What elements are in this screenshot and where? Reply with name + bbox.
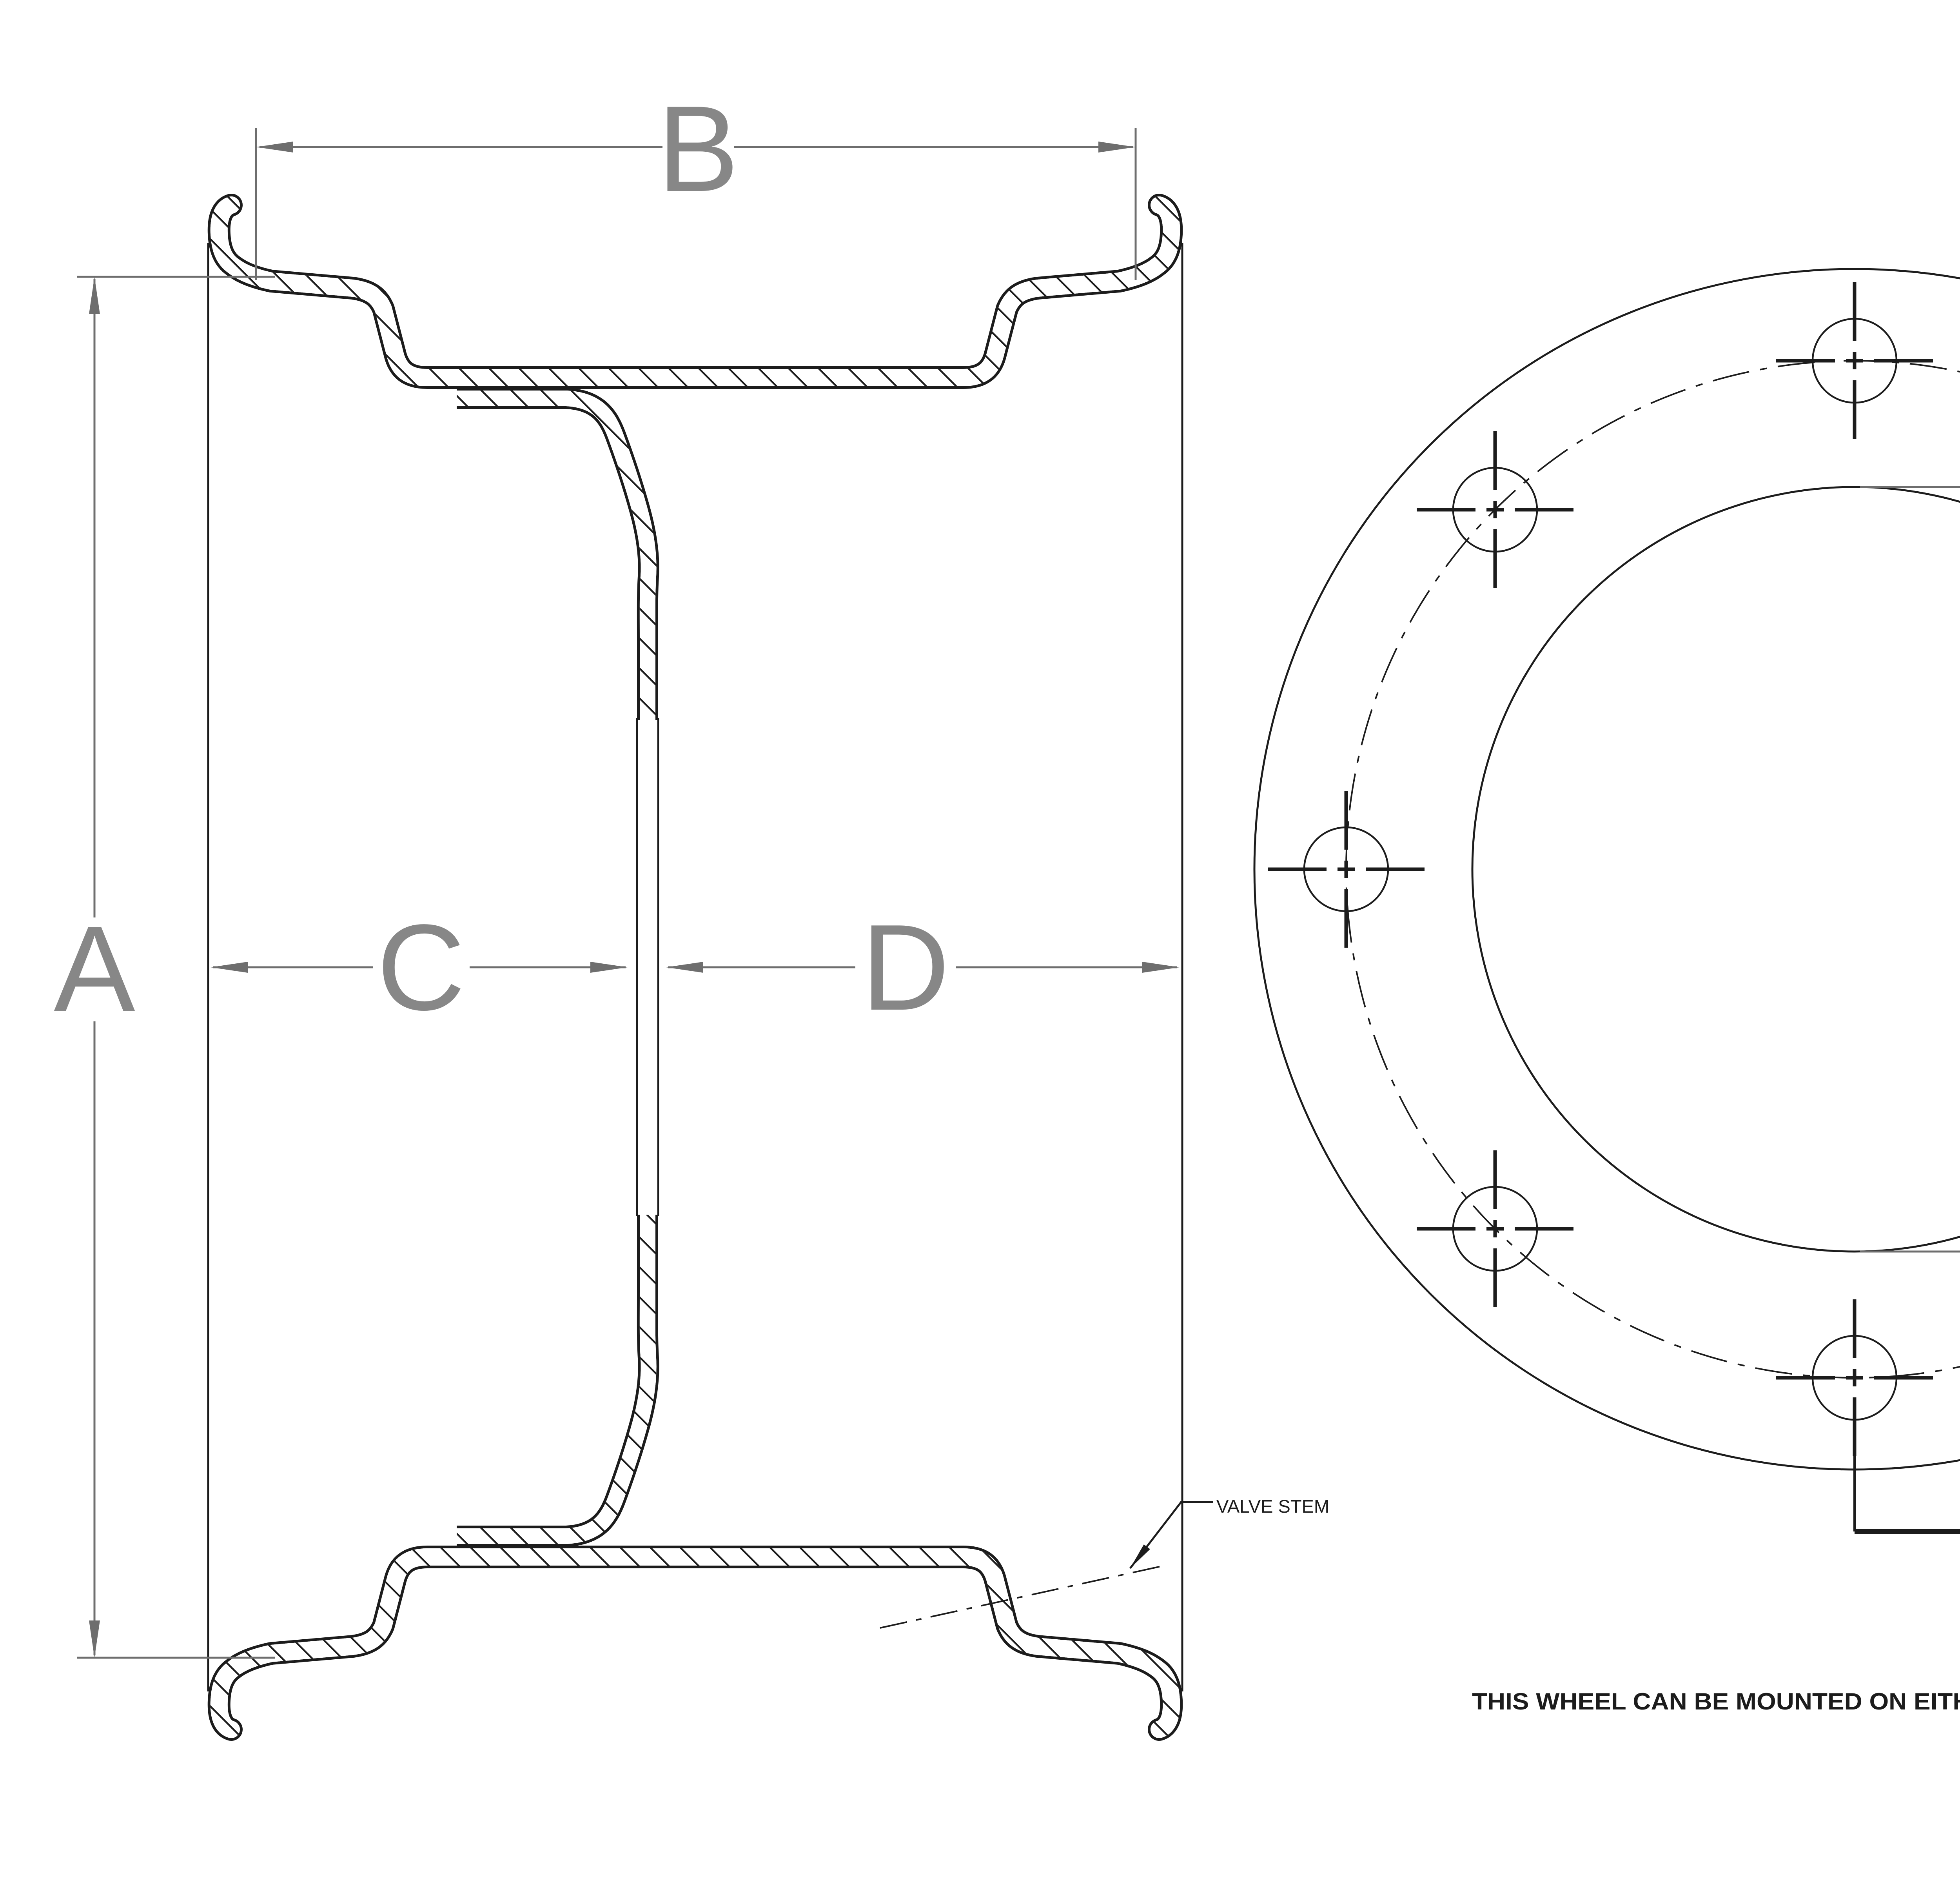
mounting-note: THIS WHEEL CAN BE MOUNTED ON EITHER SIDE (1472, 1688, 1960, 1715)
dim-a-arrow-up-icon (89, 277, 100, 314)
valve-stem-arrowhead-icon (1130, 1544, 1150, 1568)
dim-b-arrow-left-icon (256, 142, 293, 153)
valve-stem-centerline (880, 1564, 1167, 1629)
detail-leader (1853, 1456, 1960, 1534)
rim-section-top (207, 194, 1183, 389)
dim-label-c: C (377, 899, 465, 1036)
dimension-F: F (1860, 486, 1960, 1253)
valve-stem-label: VALVE STEM (1216, 1496, 1329, 1517)
front-view: E F (1253, 268, 1960, 1534)
dim-d-arrow-left-icon (666, 962, 703, 973)
dimension-C: C (211, 899, 628, 1036)
pilot-bore-circle (1471, 486, 1960, 1253)
disc-section-top (457, 388, 659, 720)
valve-stem-annotation: VALVE STEM (1129, 1496, 1329, 1569)
disc-section-bottom (457, 1215, 659, 1547)
bolt-holes (1268, 282, 1933, 1456)
dim-d-arrow-right-icon (1142, 962, 1180, 973)
dimension-A: A (54, 276, 275, 1659)
dimension-D: D (666, 899, 1180, 1036)
bolt-circle-centerline (1345, 360, 1960, 1379)
dim-label-d: D (861, 899, 949, 1036)
side-section-view: VALVE STEM A B C (54, 81, 1329, 1741)
dim-c-arrow-left-icon (211, 962, 248, 973)
rim-section-bottom (207, 1546, 1183, 1741)
dim-a-arrow-down-icon (89, 1620, 100, 1658)
outer-circle (1253, 268, 1960, 1471)
valve-stem-leader (1129, 1501, 1213, 1569)
dim-c-arrow-right-icon (590, 962, 628, 973)
dim-b-arrow-right-icon (1098, 142, 1136, 153)
dim-label-b: B (657, 81, 739, 217)
dim-label-a: A (54, 901, 136, 1037)
dimension-B: B (255, 81, 1137, 280)
